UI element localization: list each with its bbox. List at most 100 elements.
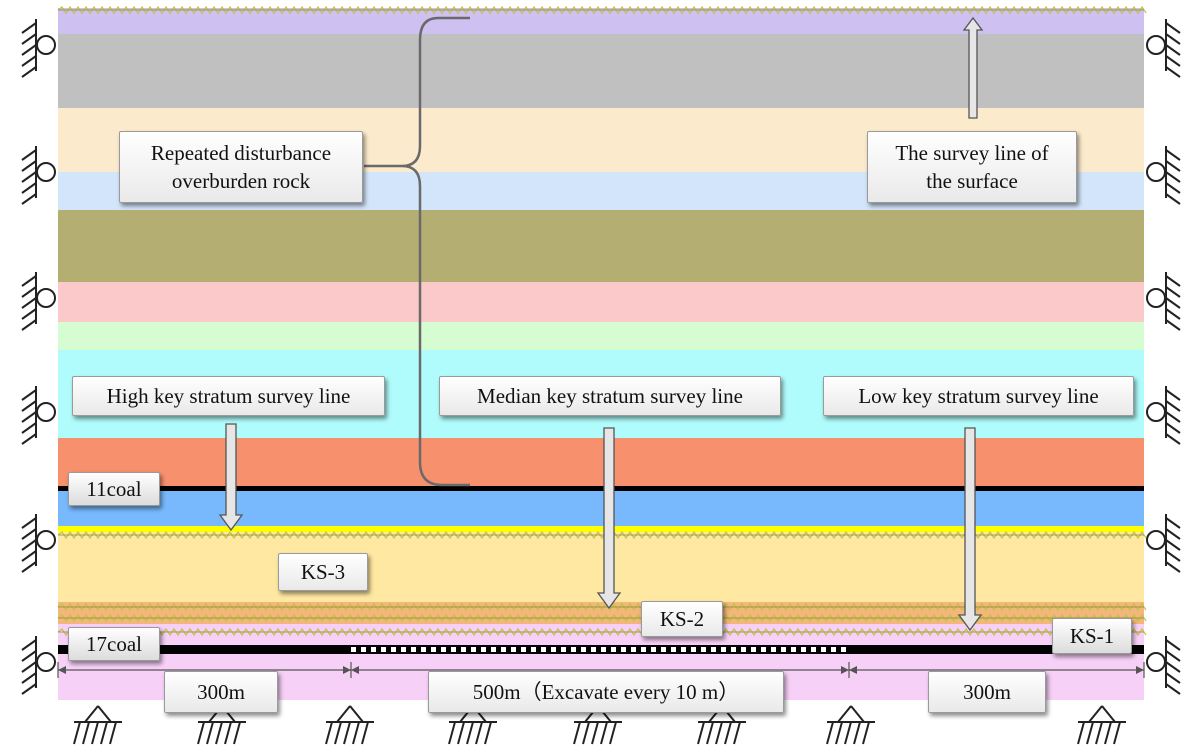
stratum-layer-9	[58, 438, 1144, 490]
excavation-step	[356, 646, 361, 653]
excavation-step	[406, 646, 411, 653]
low-key-stratum-arrow-icon	[957, 427, 983, 632]
excavation-step	[736, 646, 741, 653]
excavation-step	[576, 646, 581, 653]
excavation-step	[426, 646, 431, 653]
excavation-step	[506, 646, 511, 653]
excavation-step	[516, 646, 521, 653]
excavation-step	[806, 646, 811, 653]
excavation-step	[376, 646, 381, 653]
stratum-layer-6	[58, 282, 1144, 322]
excavation-step	[706, 646, 711, 653]
dimension-arrowhead	[58, 666, 66, 674]
ks1-label: KS-1	[1052, 618, 1132, 654]
excavation-step	[636, 646, 641, 653]
dimension-arrowhead	[841, 666, 849, 674]
high-key-stratum-arrow-icon	[218, 423, 244, 532]
excavation-step	[786, 646, 791, 653]
surface-survey-arrow-icon	[962, 16, 984, 119]
excavation-step	[686, 646, 691, 653]
excavation-step	[566, 646, 571, 653]
stratum-layer-7	[58, 322, 1144, 350]
right-roller-support-icon	[1146, 514, 1181, 573]
stratum-layer-2	[58, 34, 1144, 108]
dimension-left-label: 300m	[164, 671, 278, 713]
excavation-step	[396, 646, 401, 653]
dimension-arrowhead	[1136, 666, 1144, 674]
right-roller-support-icon	[1146, 386, 1181, 445]
excavation-step	[466, 646, 471, 653]
ks1-fixed-line	[57, 627, 1147, 637]
excavation-step	[776, 646, 781, 653]
overburden-brace	[364, 16, 470, 487]
high-key-stratum-label: High key stratum survey line	[72, 376, 385, 416]
coal11-label: 11coal	[68, 472, 160, 506]
right-roller-support-icon	[1146, 146, 1181, 205]
survey-arrows	[218, 16, 984, 632]
bottom-hinge-support-icon	[448, 705, 497, 745]
excavation-step	[696, 646, 701, 653]
excavation-step	[416, 646, 421, 653]
left-roller-support-icon	[21, 146, 56, 205]
left-roller-support-icon	[21, 19, 56, 78]
excavation-step	[656, 646, 661, 653]
bottom-hinge-support-icon	[197, 705, 246, 745]
dimension-lines	[57, 662, 1145, 678]
dimension-arrowhead	[351, 666, 359, 674]
left-roller-support-icon	[21, 272, 56, 331]
stratum-layer-5	[58, 210, 1144, 282]
excavation-step	[646, 646, 651, 653]
dimension-middle-label: 500m（Excavate every 10 m）	[428, 671, 784, 713]
stratum-layer-11	[58, 526, 1144, 532]
dimension-arrowhead	[849, 666, 857, 674]
excavation-step	[526, 646, 531, 653]
ks3-label: KS-3	[278, 553, 368, 591]
left-roller-support-icon	[21, 636, 56, 695]
excavation-step	[726, 646, 731, 653]
excavation-step	[766, 646, 771, 653]
excavation-step	[666, 646, 671, 653]
ks2-label: KS-2	[641, 601, 723, 637]
median-key-stratum-label: Median key stratum survey line	[439, 376, 781, 416]
excavation-step	[366, 646, 371, 653]
excavation-step	[476, 646, 481, 653]
boundary-supports	[21, 19, 1181, 745]
excavation-step	[386, 646, 391, 653]
excavation-step	[556, 646, 561, 653]
dimension-right-label: 300m	[928, 671, 1046, 713]
surface-fixed-line	[57, 5, 1147, 15]
excavation-step	[586, 646, 591, 653]
bottom-hinge-support-icon	[325, 705, 374, 745]
right-roller-support-icon	[1146, 19, 1181, 78]
bottom-hinge-support-icon	[73, 705, 122, 745]
coal-seams	[58, 486, 1144, 654]
excavation-step	[756, 646, 761, 653]
low-key-stratum-label: Low key stratum survey line	[823, 376, 1134, 416]
stratum-layer-12	[58, 532, 1144, 602]
excavation-step	[436, 646, 441, 653]
coal-seam-11	[58, 486, 1144, 491]
dimension-arrowhead	[343, 666, 351, 674]
left-roller-support-icon	[21, 386, 56, 445]
excavation-step	[596, 646, 601, 653]
right-roller-support-icon	[1146, 636, 1181, 695]
excavation-step	[816, 646, 821, 653]
right-roller-support-icon	[1146, 272, 1181, 331]
excavation-step	[676, 646, 681, 653]
left-roller-support-icon	[21, 514, 56, 573]
brace-icon	[364, 16, 470, 487]
median-key-stratum-arrow-icon	[596, 427, 622, 610]
excavation-step	[546, 646, 551, 653]
excavation-step	[626, 646, 631, 653]
excavation-step	[846, 646, 851, 653]
stratum-layer-10	[58, 490, 1144, 526]
excavation-step	[826, 646, 831, 653]
excavation-step	[716, 646, 721, 653]
excavation-step	[616, 646, 621, 653]
excavation-step	[486, 646, 491, 653]
excavation-step	[796, 646, 801, 653]
excavation-step	[536, 646, 541, 653]
excavation-step	[606, 646, 611, 653]
